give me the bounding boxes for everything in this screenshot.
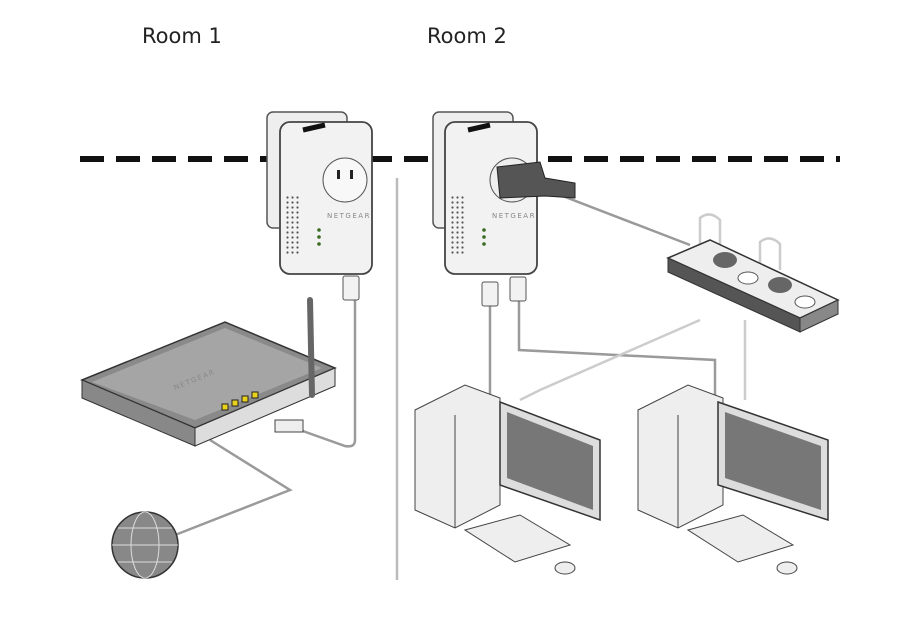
powerline-adapter-room1: NETGEAR — [266, 111, 373, 301]
computer-2 — [637, 384, 829, 575]
cables — [174, 193, 782, 537]
brand-label: NETGEAR — [327, 212, 371, 220]
power-strip — [666, 239, 840, 333]
brand-label: NETGEAR — [492, 212, 536, 220]
globe-internet — [111, 511, 179, 579]
router: NETGEAR — [80, 297, 337, 447]
room-1-label: Room 1 — [142, 24, 222, 48]
computer-1 — [414, 384, 601, 575]
powerline-adapter-room2: NETGEAR — [432, 111, 576, 307]
room-2-label: Room 2 — [427, 24, 507, 48]
